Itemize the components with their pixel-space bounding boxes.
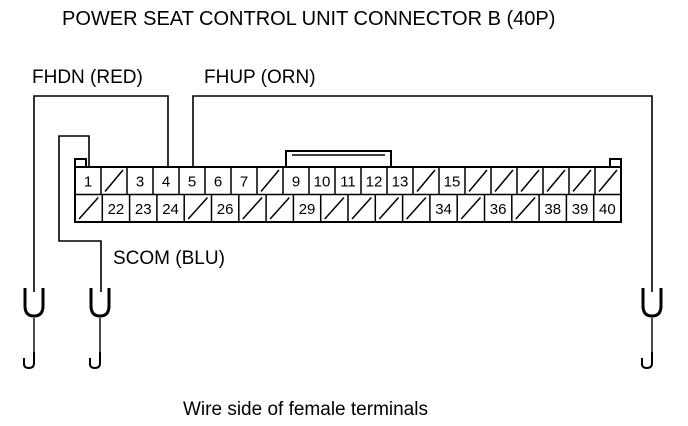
terminal-number: 26 <box>217 201 234 218</box>
terminal-number: 11 <box>340 173 356 190</box>
probe-icon-left <box>23 288 45 370</box>
wire-fhup <box>192 95 653 292</box>
empty-cavity-slash <box>269 196 290 220</box>
empty-cavity-slash <box>406 196 427 220</box>
terminal-number: 24 <box>162 201 179 218</box>
empty-cavity-slash <box>520 169 540 192</box>
test-probes <box>23 288 663 370</box>
terminal-number: 22 <box>108 201 125 218</box>
empty-cavity-slash <box>460 196 482 220</box>
terminal-number: 3 <box>136 173 144 190</box>
terminal-number: 6 <box>214 173 222 190</box>
diagram-caption: Wire side of female terminals <box>183 399 428 420</box>
empty-cavity-slash <box>572 169 592 192</box>
terminal-number: 10 <box>314 173 331 190</box>
terminal-number: 40 <box>599 201 616 218</box>
empty-cavity-slash <box>187 196 209 220</box>
terminal-number: 7 <box>240 173 248 190</box>
empty-cavity-slash <box>378 196 400 220</box>
terminal-number: 4 <box>162 173 170 190</box>
empty-cavity-slash <box>324 196 345 220</box>
terminal-number: 5 <box>188 173 196 190</box>
empty-cavity-slash <box>468 169 488 192</box>
diagram-title: POWER SEAT CONTROL UNIT CONNECTOR B (40P… <box>62 8 555 30</box>
wire-scom <box>58 135 102 292</box>
terminal-number: 15 <box>444 173 461 190</box>
wire-label-fhup: FHUP (ORN) <box>204 67 316 88</box>
terminal-number: 36 <box>490 201 507 218</box>
empty-cavity-slash <box>78 196 99 220</box>
empty-cavity-slash <box>351 196 372 220</box>
terminal-number: 13 <box>392 173 409 190</box>
terminal-number: 9 <box>292 173 300 190</box>
terminal-number: 1 <box>84 173 92 190</box>
empty-cavity-slash <box>546 169 566 192</box>
probe-icon-middle <box>89 288 111 370</box>
terminal-number: 38 <box>544 201 561 218</box>
wire-label-scom: SCOM (BLU) <box>113 248 225 269</box>
terminal-number: 29 <box>299 201 316 218</box>
terminal-number: 34 <box>435 201 452 218</box>
terminal-number: 12 <box>366 173 383 190</box>
wire-fhdn <box>33 95 169 292</box>
wire-leads <box>33 95 653 292</box>
empty-cavity-slash <box>260 169 280 192</box>
terminal-number: 23 <box>135 201 152 218</box>
empty-cavity-slash <box>104 169 124 192</box>
empty-cavity-slash <box>494 169 514 192</box>
terminal-number: 39 <box>572 201 589 218</box>
empty-cavity-slash <box>242 196 263 220</box>
empty-cavity-slash <box>598 169 618 192</box>
probe-icon-right <box>641 288 663 370</box>
empty-cavity-slash <box>416 169 436 192</box>
empty-cavity-slash <box>515 196 536 220</box>
wire-label-fhdn: FHDN (RED) <box>32 67 143 88</box>
connector-bottom-row: 22 23 24 26 29 34 36 38 39 40 <box>78 194 616 222</box>
